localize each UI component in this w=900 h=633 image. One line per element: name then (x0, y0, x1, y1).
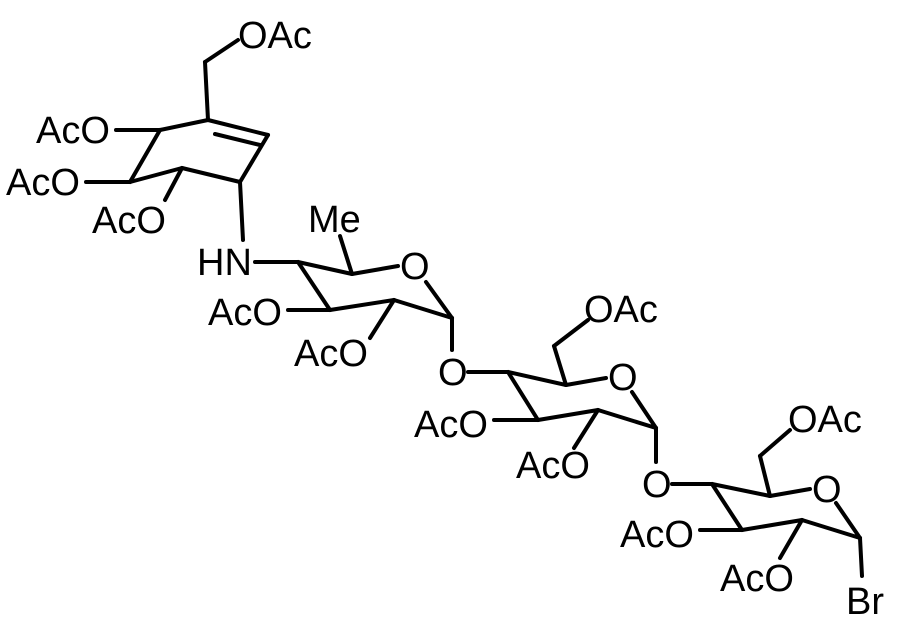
bond-br (858, 536, 864, 578)
bond (128, 128, 162, 184)
bond-oac (572, 408, 600, 450)
bond (424, 280, 454, 320)
oac-label: OAc (238, 15, 312, 57)
aco-label: AcO (6, 162, 80, 204)
bond-ch2 (203, 60, 210, 122)
aco-label: AcO (720, 558, 794, 600)
bond-methyl (338, 234, 354, 276)
bond (128, 166, 184, 184)
bond-ch2 (552, 344, 568, 387)
ring-oxygen-label: O (812, 469, 842, 511)
bond (768, 487, 812, 498)
aco-label: AcO (414, 404, 488, 446)
bond (710, 482, 772, 498)
aco-label: AcO (516, 445, 590, 487)
aco-label: AcO (294, 333, 368, 375)
bond-oac (368, 298, 396, 340)
sugar-ring-3 (670, 428, 864, 578)
bond (740, 518, 804, 532)
bond-oac (778, 518, 804, 560)
oac-label: OAc (788, 399, 862, 441)
hn-label: HN (197, 242, 252, 284)
sugar-ring-1 (286, 234, 454, 352)
bond-ch2-o (552, 318, 590, 348)
bond (506, 370, 568, 387)
bond (536, 408, 600, 422)
bond-to-nh (238, 180, 245, 242)
bond (630, 390, 658, 430)
glycosidic-oxygen-label: O (438, 352, 468, 394)
bond-ch2-o (758, 428, 792, 458)
bond (350, 264, 400, 276)
sugar-ring-2 (466, 318, 658, 464)
ring-oxygen-label: O (400, 246, 430, 288)
bond (834, 501, 862, 540)
aco-label: AcO (92, 200, 166, 242)
bond (506, 370, 540, 422)
methyl-label: Me (308, 199, 361, 241)
bond (392, 298, 454, 320)
aco-label: AcO (620, 514, 694, 556)
bond (296, 260, 354, 276)
bond (180, 166, 242, 184)
bond (158, 118, 210, 132)
oac-label: OAc (584, 289, 658, 331)
bromine-label: Br (846, 581, 884, 623)
aco-label: AcO (208, 292, 282, 334)
bond (296, 260, 332, 312)
bond-ch2-o (203, 38, 240, 64)
double-bond-inner (213, 132, 262, 147)
bond (564, 376, 608, 387)
bond (800, 518, 862, 540)
glycosidic-oxygen-label: O (642, 464, 672, 506)
bond (710, 482, 744, 532)
bond (328, 298, 396, 312)
bond (238, 133, 270, 184)
bond-ch2 (758, 454, 772, 498)
aco-label: AcO (36, 110, 110, 152)
ring-oxygen-label: O (608, 357, 638, 399)
bond-oac (163, 166, 184, 202)
bond (206, 118, 270, 137)
bond (596, 408, 658, 430)
cyclohexene-ring (84, 38, 300, 264)
